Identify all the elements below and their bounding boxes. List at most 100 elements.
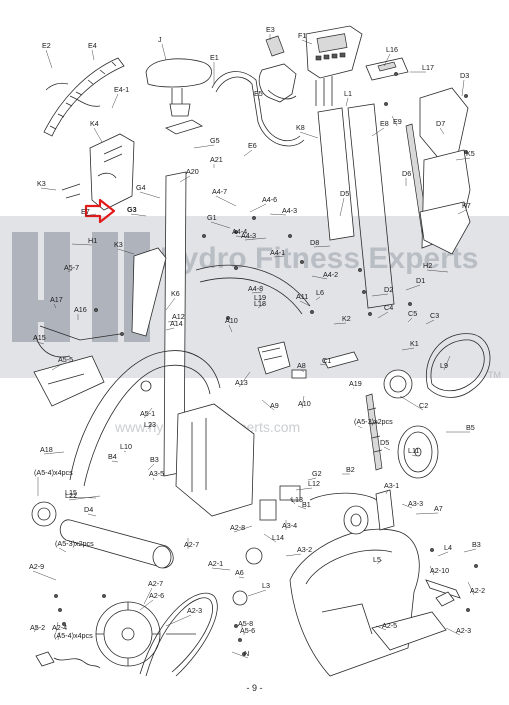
callout-label-a7: A7	[434, 504, 443, 513]
callout-leader-a10	[228, 324, 233, 333]
callout-leader-a5-4-x4pcs	[57, 631, 61, 641]
callout-leader-e4-1	[111, 93, 119, 109]
callout-leader-d1	[405, 284, 421, 291]
callout-leader-a12	[167, 320, 177, 323]
callout-leader-a5-2	[33, 625, 39, 633]
callout-label-c3: C3	[430, 311, 439, 320]
callout-leader-e4	[91, 49, 95, 61]
callout-leader-e9	[391, 115, 398, 127]
callout-leader-a2-3	[445, 627, 461, 636]
callout-leader-a2-2	[467, 581, 475, 596]
callout-leader-l9	[443, 355, 451, 371]
callout-label-a2-7: A2-7	[184, 540, 199, 549]
watermark-tm-text: TM	[488, 370, 501, 380]
callout-label-h2: H2	[423, 261, 432, 270]
handlebar-drawing	[211, 35, 305, 147]
callout-leader-b1	[297, 505, 307, 510]
magnet-bar-drawing	[365, 393, 383, 471]
callout-leader-a6	[238, 576, 245, 579]
callout-label-a2-8: A2-8	[230, 523, 245, 532]
callout-label-j: J	[158, 35, 162, 44]
callout-leader-b3	[147, 463, 155, 471]
callout-label-e1: E1	[210, 53, 219, 62]
callout-leader-a13	[238, 371, 251, 388]
callout-leader-a2-5	[375, 625, 387, 631]
callout-label-d5: D5	[380, 438, 389, 447]
callout-leader-l3	[247, 589, 267, 597]
callout-leader-l19	[257, 297, 263, 303]
callout-leader-l1	[345, 97, 349, 107]
callout-label-d4: D4	[84, 505, 93, 514]
callout-label-b3: B3	[472, 540, 481, 549]
callout-label-a2-2: A2-2	[470, 586, 485, 595]
callout-label-g3: G3	[127, 205, 137, 214]
callout-leader-a4-3	[269, 213, 287, 216]
callout-leader-g2	[307, 477, 317, 481]
callout-label-l18: L18	[254, 299, 266, 308]
callout-label-a4-4: A4-4	[232, 227, 247, 236]
watermark-brand-text: Hydro Fitness Experts	[160, 242, 478, 275]
callout-label-l15: L15	[65, 488, 77, 497]
callout-label-a20: A20	[186, 167, 199, 176]
callout-leader-d5	[383, 446, 391, 451]
callout-label-d8: D8	[310, 238, 319, 247]
sensor-housing-drawing	[61, 133, 135, 211]
callout-label-b3: B3	[150, 455, 159, 464]
callout-leader-a15	[36, 341, 45, 345]
callout-leader-d7	[439, 127, 445, 135]
callout-label-l13: L13	[291, 495, 303, 504]
callout-leader-a18	[43, 451, 65, 455]
page-number: - 9 -	[246, 683, 263, 693]
callout-leader-l18	[257, 303, 265, 309]
callout-label-l22: L22	[65, 491, 77, 500]
callout-leader-c4	[377, 311, 389, 319]
callout-leader-a2-10	[429, 565, 435, 576]
callout-label-a2-3: A2-3	[456, 626, 471, 635]
callout-label-e6: E6	[248, 141, 257, 150]
callout-leader-a5-3-x2pcs	[58, 547, 67, 553]
callout-leader-l11	[411, 454, 417, 457]
rear-shroud-drawing	[289, 528, 447, 677]
callout-leader-a3-5	[152, 477, 155, 481]
callout-label-a8: A8	[297, 361, 306, 370]
callout-leader-a2-1	[211, 567, 231, 571]
callout-label-b5: B5	[466, 423, 475, 432]
callout-label-g1: G1	[207, 213, 217, 222]
callout-label-a21: A21	[210, 155, 223, 164]
callout-leader-k2	[333, 322, 347, 325]
callout-leader-a4-2	[311, 275, 328, 280]
callout-label-a5-5: A5-5	[58, 355, 73, 364]
callout-label-a10: A10	[298, 399, 311, 408]
callout-leader-c5	[407, 317, 413, 323]
callout-leader-a11	[299, 300, 311, 307]
callout-leader-h2	[426, 269, 449, 273]
callout-leader-j	[161, 43, 167, 61]
callout-label-l6: L6	[316, 288, 324, 297]
callout-label-a3-4: A3-4	[282, 521, 297, 530]
callout-leader-g5	[193, 144, 215, 149]
callout-leader-e7	[84, 213, 97, 217]
callout-leader-e5	[257, 97, 261, 101]
callout-leader-a9	[261, 399, 275, 411]
callout-label-d7: D7	[436, 119, 445, 128]
callout-leader-g1	[210, 221, 231, 229]
callout-label-a2-4: A2-4	[52, 623, 67, 632]
callout-leader-a2-3	[165, 614, 192, 627]
callout-leader-a20	[179, 175, 191, 183]
callout-label-a18: A18	[40, 445, 53, 454]
callout-label-a2-6: A2-6	[149, 591, 164, 600]
callout-label-k4: K4	[90, 119, 99, 128]
callout-label-l10: L10	[120, 442, 132, 451]
callout-leader-a2-6	[139, 599, 154, 611]
callout-leader-a2-8	[233, 525, 253, 533]
callout-leader-d8	[313, 245, 331, 248]
seat-drawing	[145, 58, 212, 135]
callout-leader-a4-8	[251, 291, 263, 294]
callout-label-a4-8: A4-8	[248, 284, 263, 293]
callout-label-c2: C2	[419, 401, 428, 410]
callout-leader-a4-6	[249, 203, 267, 213]
callout-label-a17: A17	[50, 295, 63, 304]
callout-leader-l10	[123, 450, 127, 453]
left-arm-drawing	[33, 247, 167, 407]
